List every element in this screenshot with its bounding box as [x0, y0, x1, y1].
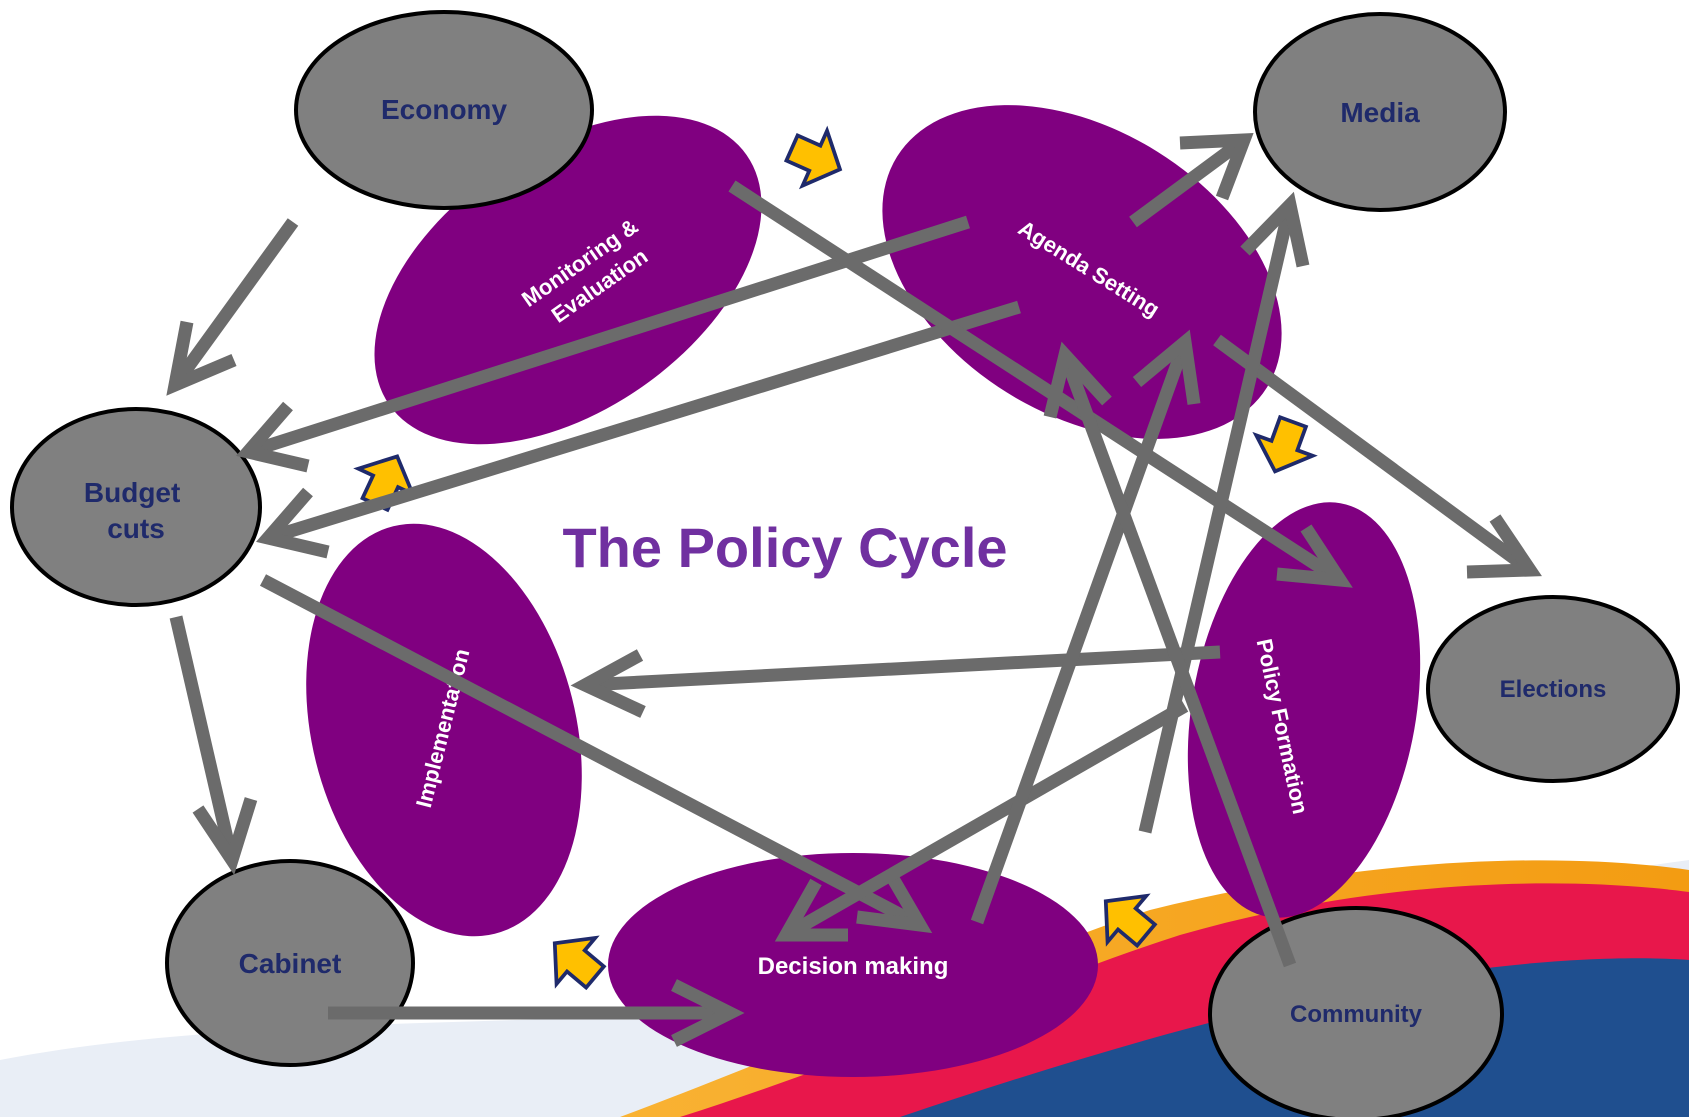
influence-node-cabinet: Cabinet: [165, 859, 415, 1067]
influence-node-media-label: Media: [1340, 97, 1420, 128]
influence-node-community: Community: [1208, 906, 1504, 1117]
influence-node-economy-label: Economy: [381, 94, 507, 125]
connector-budget-to-cabinet: [169, 615, 258, 875]
connector-policy-to-implementation: [570, 645, 1221, 718]
connector-agenda-to-elections: [1213, 334, 1542, 579]
connector-economy-to-budget: [166, 218, 299, 396]
cycle-stage-policy-formation: Policy Formation: [1187, 502, 1421, 918]
influence-node-economy: Economy: [294, 10, 594, 210]
influence-node-budget-cuts: Budget cuts: [10, 407, 262, 607]
influence-node-budget-cuts-label: Budget cuts: [84, 477, 188, 544]
cycle-stage-decision-label: Decision making: [758, 953, 949, 980]
influence-node-cabinet-label: Cabinet: [239, 948, 342, 979]
cycle-arrows: [353, 125, 1318, 991]
connector-cabinet-to-decision: [328, 979, 745, 1047]
cycle-arrow-monitoring-to-agenda: [783, 125, 843, 190]
cycle-stage-implementation: Implementation: [306, 523, 582, 937]
cycle-arrow-agenda-to-policy: [1252, 414, 1318, 474]
connector-arrows: [166, 133, 1542, 1047]
connector-policy-to-media: [1138, 191, 1310, 834]
connector-budget-to-decision: [259, 574, 933, 934]
connector-agenda-to-budget-2: [256, 300, 1021, 559]
influence-node-elections-label: Elections: [1500, 676, 1607, 703]
connector-community-to-agenda: [1043, 341, 1297, 968]
influence-node-elections: Elections: [1426, 595, 1680, 783]
connector-agenda-to-media: [1129, 133, 1254, 228]
diagram-title: The Policy Cycle: [562, 516, 1007, 579]
cycle-arrow-policy-to-decision: [1103, 893, 1158, 949]
cycle-arrow-decision-to-implementation: [552, 935, 607, 991]
connector-policy-to-decision: [774, 700, 1189, 942]
influence-node-media: Media: [1253, 12, 1507, 212]
connector-decision-to-agenda: [970, 329, 1201, 925]
influence-node-community-label: Community: [1290, 1001, 1423, 1028]
connector-monitoring-to-policy: [728, 180, 1353, 588]
